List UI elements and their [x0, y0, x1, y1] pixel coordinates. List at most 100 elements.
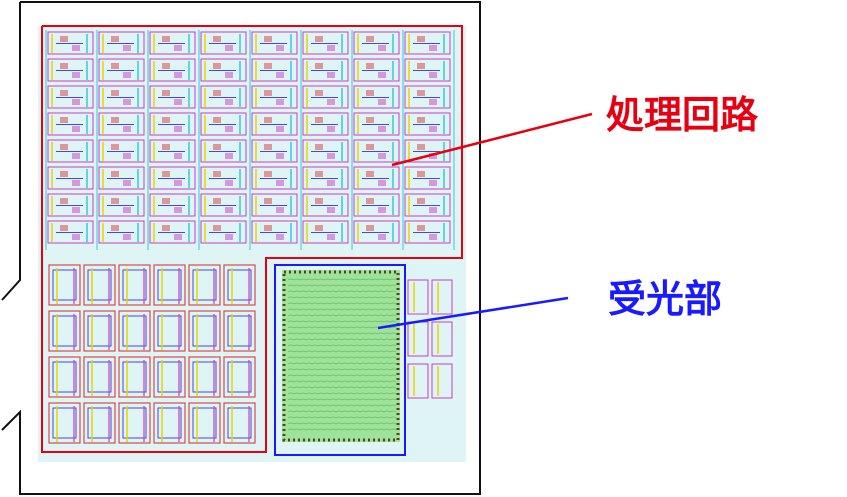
processing-cell — [149, 193, 196, 217]
processing-cell-transistor — [174, 126, 182, 132]
processing-cell-transistor — [276, 234, 284, 240]
processing-cell — [149, 85, 196, 109]
photodetector-grid-line — [287, 338, 397, 341]
processing-cell — [149, 31, 196, 55]
lower-block-inner — [122, 361, 147, 393]
processing-cell-transistor — [123, 207, 131, 213]
processing-cell-transistor — [72, 207, 80, 213]
processing-cell — [302, 166, 349, 190]
processing-circuit-outline — [41, 25, 463, 453]
lower-block — [48, 310, 81, 352]
processing-cell — [200, 166, 247, 190]
processing-cell-transistor — [366, 63, 374, 69]
processing-cell-transistor — [429, 180, 437, 186]
processing-circuit-cells — [45, 30, 455, 250]
lower-block — [153, 264, 186, 306]
photodetector-grid-line — [287, 320, 397, 323]
lower-block — [48, 356, 81, 398]
processing-cell-transistor — [213, 117, 221, 123]
lower-block — [188, 310, 221, 352]
processing-cell — [200, 58, 247, 82]
processing-cell-transistor — [429, 72, 437, 78]
processing-cell — [200, 139, 247, 163]
lower-block-inner — [227, 315, 252, 347]
processing-cell — [251, 220, 298, 244]
processing-cell-transistor — [366, 36, 374, 42]
processing-cell — [404, 193, 451, 217]
processing-cell — [200, 220, 247, 244]
processing-cell — [98, 193, 145, 217]
processing-cell-transistor — [366, 171, 374, 177]
lower-block — [223, 356, 256, 398]
lower-block-inner — [157, 315, 182, 347]
processing-cell-transistor — [213, 90, 221, 96]
processing-cell — [353, 31, 400, 55]
processing-cell-transistor — [225, 153, 233, 159]
right-side-circuit-cells — [407, 279, 453, 399]
processing-cell-transistor — [123, 126, 131, 132]
lower-block-inner — [87, 407, 112, 439]
photodetector-grid-line — [287, 416, 397, 419]
processing-cell-transistor — [72, 153, 80, 159]
processing-cell-transistor — [378, 99, 386, 105]
side-cell — [431, 321, 453, 357]
photodetector-leader-line — [377, 296, 569, 330]
lower-block-inner — [87, 315, 112, 347]
processing-cell-transistor — [327, 126, 335, 132]
processing-cell-transistor — [276, 180, 284, 186]
processing-cell — [404, 31, 451, 55]
processing-cell-transistor — [123, 234, 131, 240]
processing-cell-transistor — [417, 144, 425, 150]
processing-cell — [353, 85, 400, 109]
processing-cell — [47, 139, 94, 163]
processing-cell-transistor — [378, 234, 386, 240]
processing-cell-transistor — [429, 153, 437, 159]
lower-left-circuit-cells — [48, 264, 256, 444]
processing-cell-transistor — [111, 198, 119, 204]
processing-cell — [47, 112, 94, 136]
processing-cell — [353, 58, 400, 82]
lower-block-inner — [192, 269, 217, 301]
figure-frame — [1, 1, 481, 495]
processing-cell — [200, 193, 247, 217]
processing-cell-transistor — [225, 207, 233, 213]
processing-cell-transistor — [315, 117, 323, 123]
processing-cell-transistor — [276, 99, 284, 105]
photodetector-outline — [274, 264, 406, 456]
processing-cell-transistor — [378, 153, 386, 159]
processing-cell — [404, 112, 451, 136]
processing-cell-transistor — [162, 144, 170, 150]
lower-block — [188, 264, 221, 306]
processing-cell-transistor — [72, 126, 80, 132]
processing-cell — [47, 166, 94, 190]
processing-cell-transistor — [60, 225, 68, 231]
processing-cell — [149, 139, 196, 163]
processing-cell-transistor — [429, 207, 437, 213]
processing-cell-transistor — [123, 153, 131, 159]
photodetector-grid-line — [287, 302, 397, 305]
processing-cell-transistor — [162, 36, 170, 42]
processing-cell-transistor — [72, 234, 80, 240]
photodetector-grid-line — [287, 392, 397, 395]
photodetector-grid — [287, 278, 397, 431]
processing-cell — [302, 58, 349, 82]
processing-cell-transistor — [174, 234, 182, 240]
processing-cell-transistor — [429, 234, 437, 240]
processing-cell-transistor — [174, 99, 182, 105]
processing-cell-transistor — [162, 171, 170, 177]
lower-block-inner — [52, 315, 77, 347]
lower-block-inner — [52, 269, 77, 301]
lower-block — [83, 402, 116, 444]
lower-block-inner — [122, 269, 147, 301]
processing-cell-transistor — [174, 72, 182, 78]
processing-cell-transistor — [174, 180, 182, 186]
processing-cell — [353, 112, 400, 136]
processing-cell-transistor — [174, 207, 182, 213]
processing-circuit-label: 処理回路 — [606, 93, 759, 137]
processing-cell-transistor — [225, 126, 233, 132]
processing-cell-transistor — [327, 180, 335, 186]
processing-cell-transistor — [225, 234, 233, 240]
processing-cell — [353, 139, 400, 163]
photodetector-grid-line — [287, 350, 397, 353]
